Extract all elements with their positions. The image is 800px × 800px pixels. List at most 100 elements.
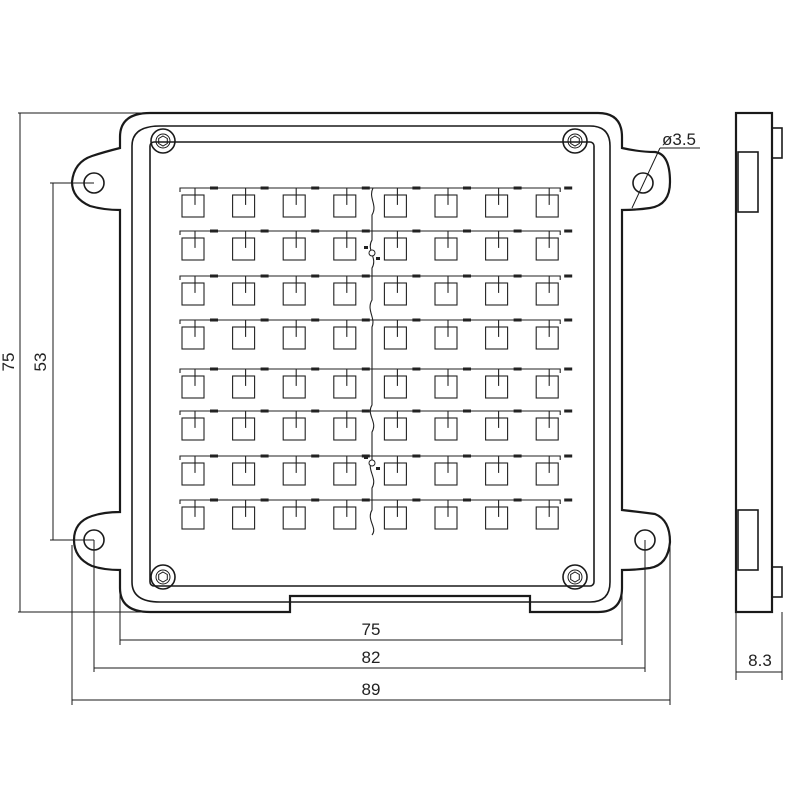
patch-element xyxy=(383,326,407,350)
matching-section xyxy=(412,229,421,233)
matching-section xyxy=(311,498,320,502)
patch-element xyxy=(434,375,458,399)
patch-element xyxy=(383,506,407,530)
matching-section xyxy=(311,409,320,413)
matching-section xyxy=(361,274,370,278)
patch-element xyxy=(434,194,458,218)
matching-section xyxy=(311,274,320,278)
matching-section xyxy=(463,186,471,190)
patch-element xyxy=(535,194,559,218)
matching-section xyxy=(361,229,370,233)
matching-section xyxy=(463,409,471,413)
patch-element xyxy=(485,326,509,350)
matching-section xyxy=(463,274,471,278)
matching-section xyxy=(564,409,573,413)
matching-section xyxy=(412,498,421,502)
matching-section xyxy=(513,186,522,190)
patch-element xyxy=(535,237,559,261)
dim-overall-height: 75 xyxy=(0,353,18,372)
feed-spine xyxy=(369,187,375,536)
matching-section xyxy=(260,274,269,278)
patch-element xyxy=(434,417,458,441)
front-view xyxy=(70,111,672,614)
matching-section xyxy=(564,367,573,371)
patch-element xyxy=(485,462,509,486)
screw-top-right xyxy=(562,128,588,154)
patch-element xyxy=(232,506,256,530)
matching-section xyxy=(361,367,370,371)
patch-element xyxy=(434,282,458,306)
patch-element xyxy=(333,194,357,218)
patch-element xyxy=(282,375,306,399)
matching-section xyxy=(412,409,421,413)
feed-line xyxy=(179,455,561,460)
matching-section xyxy=(311,229,320,233)
patch-element xyxy=(383,237,407,261)
patch-element xyxy=(434,326,458,350)
patch-element xyxy=(282,326,306,350)
patch-element xyxy=(535,282,559,306)
patch-element xyxy=(232,417,256,441)
matching-section xyxy=(564,318,573,322)
matching-section xyxy=(260,318,269,322)
dim-body-width: 75 xyxy=(362,620,381,639)
patch-element xyxy=(383,282,407,306)
matching-section xyxy=(513,274,522,278)
matching-section xyxy=(311,186,320,190)
dim-hole-diameter: ø3.5 xyxy=(662,130,696,149)
housing-inner-outline xyxy=(131,125,611,603)
feed-line xyxy=(179,499,561,504)
patch-element xyxy=(434,506,458,530)
dim-hole-spacing-horizontal: 82 xyxy=(362,648,381,667)
side-connector-bottom xyxy=(771,566,783,598)
matching-section xyxy=(361,186,370,190)
matching-section xyxy=(513,367,522,371)
matching-section xyxy=(210,367,218,371)
matching-section xyxy=(260,186,269,190)
feed-line xyxy=(179,319,561,324)
patch-element xyxy=(333,282,357,306)
matching-section xyxy=(210,498,218,502)
patch-element xyxy=(181,506,205,530)
matching-section xyxy=(412,454,421,458)
matching-section xyxy=(260,498,269,502)
feed-via xyxy=(368,249,376,257)
patch-element xyxy=(232,194,256,218)
matching-section xyxy=(361,409,370,413)
feed-pad xyxy=(364,456,368,459)
feed-pad xyxy=(364,246,368,249)
patch-element xyxy=(333,237,357,261)
patch-element xyxy=(333,417,357,441)
side-ear-bottom xyxy=(737,509,759,571)
patch-element xyxy=(232,462,256,486)
matching-section xyxy=(564,274,573,278)
dim-side-thickness: 8.3 xyxy=(748,651,772,670)
matching-section xyxy=(564,186,573,190)
dim-hole-spacing-vertical: 53 xyxy=(31,353,50,372)
matching-section xyxy=(311,367,320,371)
patch-element xyxy=(535,506,559,530)
matching-section xyxy=(361,318,370,322)
patch-element xyxy=(485,506,509,530)
side-body xyxy=(734,111,774,614)
matching-section xyxy=(564,498,573,502)
patch-element xyxy=(181,282,205,306)
matching-section xyxy=(210,409,218,413)
patch-element xyxy=(434,462,458,486)
matching-section xyxy=(463,229,471,233)
feed-pad xyxy=(376,257,380,260)
patch-element xyxy=(181,237,205,261)
matching-section xyxy=(412,367,421,371)
screw-bottom-right xyxy=(562,564,588,590)
feed-line xyxy=(179,230,561,235)
feed-line xyxy=(179,275,561,280)
patch-element xyxy=(232,326,256,350)
matching-section xyxy=(260,229,269,233)
matching-section xyxy=(513,318,522,322)
patch-element xyxy=(434,237,458,261)
patch-element xyxy=(333,462,357,486)
matching-section xyxy=(463,367,471,371)
dim-overall-width: 89 xyxy=(362,680,381,699)
patch-element xyxy=(383,417,407,441)
screw-bottom-left xyxy=(150,564,176,590)
